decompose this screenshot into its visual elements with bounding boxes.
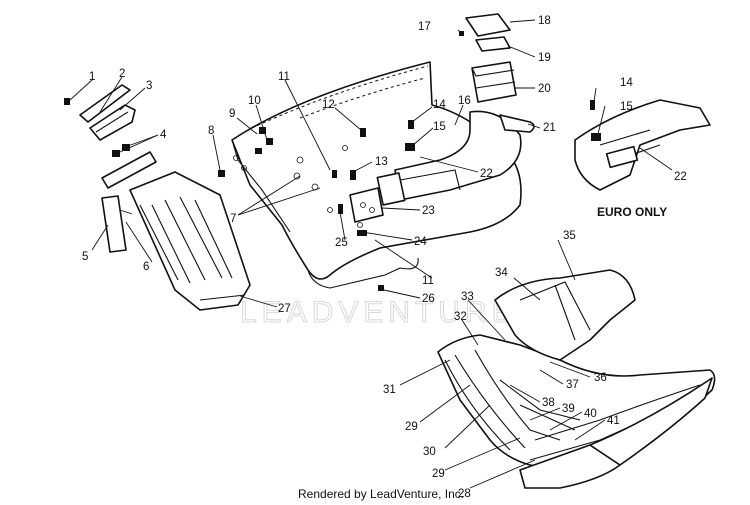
callout-3: 3 — [146, 80, 152, 92]
callout-23: 23 — [422, 205, 435, 217]
euro-only-note: EURO ONLY — [597, 205, 667, 219]
callout-numbers: 1 2 3 4 5 6 7 8 9 10 11 11 12 13 14 14 1… — [82, 15, 687, 500]
seat-body — [437, 334, 716, 468]
callout-36: 36 — [594, 372, 607, 384]
callout-21: 21 — [543, 122, 556, 134]
callout-38: 38 — [542, 397, 555, 409]
callout-6: 6 — [143, 261, 149, 273]
hood-fasteners — [218, 120, 415, 291]
callout-41: 41 — [607, 415, 620, 427]
callout-17: 17 — [418, 21, 431, 33]
callout-29-lower: 29 — [432, 468, 445, 480]
hood-panel — [231, 61, 522, 289]
callout-22-euro: 22 — [674, 171, 687, 183]
callout-10: 10 — [248, 95, 261, 107]
callout-18: 18 — [538, 15, 551, 27]
callout-39: 39 — [562, 403, 575, 415]
callout-27: 27 — [278, 303, 291, 315]
callout-11-bottom: 11 — [422, 275, 434, 287]
callout-31: 31 — [383, 384, 396, 396]
callout-29-upper: 29 — [405, 421, 418, 433]
callout-40: 40 — [584, 408, 597, 420]
leader-lines — [69, 19, 673, 308]
callout-15-hood: 15 — [433, 121, 446, 133]
seat-leader-lines — [399, 239, 606, 489]
callout-14-euro: 14 — [620, 77, 633, 89]
side-panel-16 — [376, 110, 522, 206]
callout-35: 35 — [563, 230, 576, 242]
callout-2: 2 — [119, 68, 125, 80]
front-panel-27 — [129, 171, 251, 311]
callout-13: 13 — [375, 156, 388, 168]
hinge-21 — [499, 114, 535, 133]
callout-20: 20 — [538, 83, 551, 95]
callout-34: 34 — [495, 267, 508, 279]
callout-32: 32 — [454, 311, 467, 323]
callout-30: 30 — [423, 446, 436, 458]
callout-37: 37 — [566, 379, 579, 391]
callout-8: 8 — [208, 125, 214, 137]
callout-28: 28 — [458, 488, 471, 500]
light-assembly — [459, 13, 517, 103]
callout-14-hood: 14 — [433, 99, 446, 111]
callout-9: 9 — [229, 108, 235, 120]
euro-only-panel — [574, 99, 711, 191]
callout-5: 5 — [82, 251, 88, 263]
callout-1: 1 — [89, 71, 95, 83]
callout-16: 16 — [458, 95, 471, 107]
callout-11-top: 11 — [278, 71, 290, 83]
callout-7: 7 — [230, 213, 236, 225]
callout-24: 24 — [414, 236, 427, 248]
callout-26: 26 — [422, 293, 435, 305]
callout-33: 33 — [461, 291, 474, 303]
seat-lower-rim — [519, 377, 713, 489]
callout-19: 19 — [538, 52, 551, 64]
callout-12: 12 — [322, 99, 335, 111]
callout-22-hood: 22 — [480, 168, 493, 180]
watermark: LEADVENTURE — [240, 296, 517, 329]
callout-4: 4 — [160, 129, 167, 141]
callout-25: 25 — [335, 237, 348, 249]
seat-cushion — [494, 269, 636, 361]
bracket-23 — [349, 187, 384, 223]
render-credit: Rendered by LeadVenture, Inc. — [298, 487, 464, 501]
callout-15-euro: 15 — [620, 101, 633, 113]
left-bracket-assembly — [64, 84, 157, 253]
